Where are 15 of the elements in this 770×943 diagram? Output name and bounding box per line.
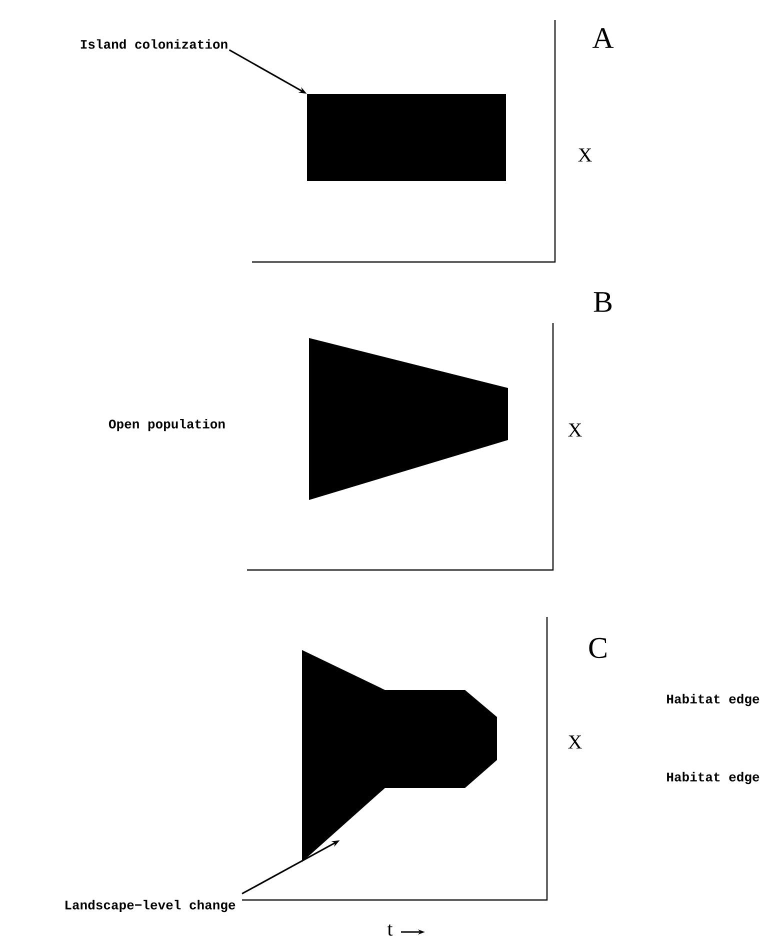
population-block <box>307 94 506 181</box>
callout-text: Habitat edge <box>667 772 760 784</box>
panel-letter: C <box>589 638 606 658</box>
panel-letter: A <box>592 28 614 48</box>
callout-text: Landscape−level change <box>66 900 236 912</box>
axis-label: X <box>568 423 582 437</box>
axis-label: X <box>578 148 592 162</box>
population-shape <box>309 338 508 500</box>
axis-label: X <box>568 735 582 749</box>
callout-text: Open population <box>108 418 225 432</box>
panel-letter: B <box>594 292 612 312</box>
callout-text: Island colonization <box>80 39 228 49</box>
callout-text: Habitat edge <box>667 694 760 706</box>
population-shape <box>302 650 497 862</box>
axis-label: t <box>387 924 393 936</box>
